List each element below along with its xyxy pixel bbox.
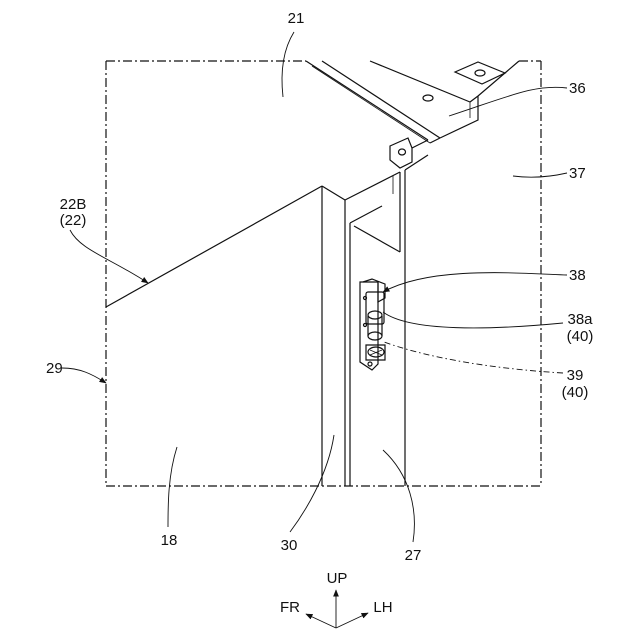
- lh-arrow: [336, 613, 368, 628]
- label-up: UP: [327, 570, 348, 587]
- boundary-frame: [106, 61, 541, 486]
- fr-arrow: [306, 614, 336, 628]
- label-fr: FR: [280, 599, 300, 616]
- label-40-lower: (40): [562, 384, 589, 401]
- label-40-upper: (40): [567, 328, 594, 345]
- leader-22b: [70, 230, 148, 283]
- leader-27: [383, 450, 414, 542]
- label-38: 38: [569, 267, 586, 284]
- hinge-assembly-38: [360, 279, 385, 370]
- label-27: 27: [405, 547, 422, 564]
- leader-37: [513, 173, 567, 177]
- label-37: 37: [569, 165, 586, 182]
- leader-29: [62, 368, 106, 383]
- label-21: 21: [288, 10, 305, 27]
- roof-bracket: [390, 138, 428, 170]
- label-22: (22): [60, 212, 87, 229]
- label-lh: LH: [373, 599, 392, 616]
- panel-27: [350, 206, 400, 486]
- label-18: 18: [161, 532, 178, 549]
- leader-18: [168, 447, 177, 527]
- label-36: 36: [569, 80, 586, 97]
- leader-38a: [383, 312, 563, 328]
- panel-18-top-edge: [106, 186, 322, 307]
- label-30: 30: [281, 537, 298, 554]
- direction-indicator: UP FR LH: [280, 570, 393, 628]
- label-22b: 22B: [60, 196, 87, 213]
- leader-36: [449, 87, 567, 116]
- roof-frame-36: [306, 61, 519, 143]
- leader-39: [384, 342, 563, 373]
- label-39: 39: [567, 367, 584, 384]
- leader-21: [282, 32, 294, 97]
- label-29: 29: [46, 360, 63, 377]
- leader-30: [290, 435, 334, 532]
- leader-lines: [62, 32, 567, 542]
- label-38a: 38a: [567, 311, 593, 328]
- leader-38: [383, 273, 567, 292]
